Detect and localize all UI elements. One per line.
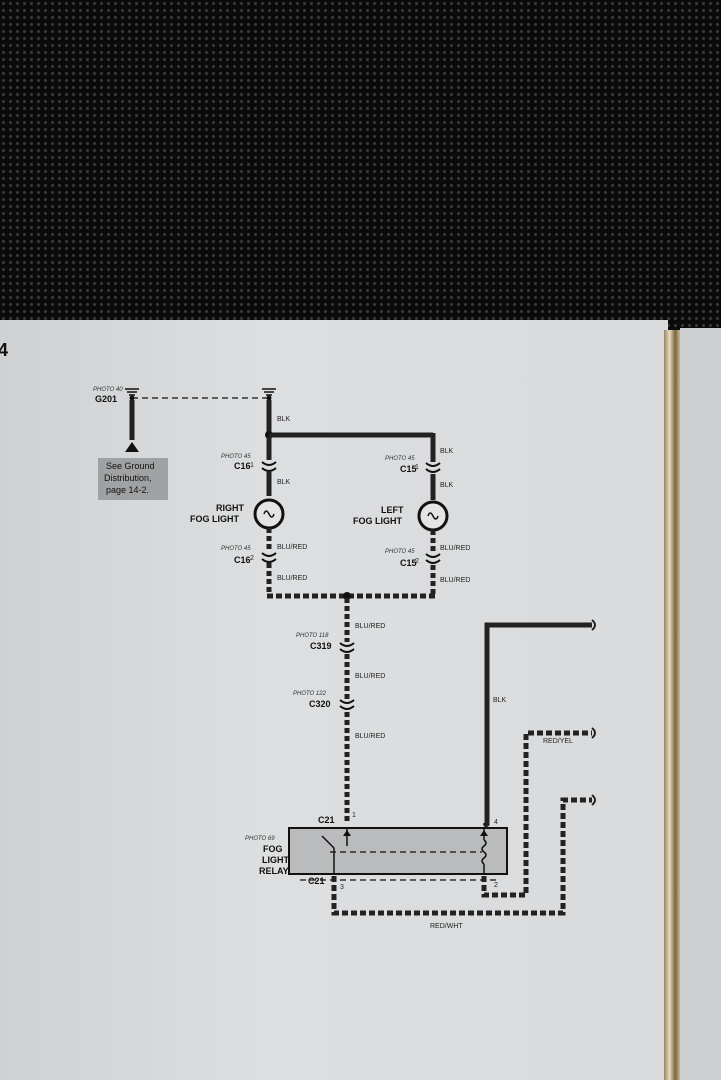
- ground-note-line3: page 14-2.: [106, 485, 149, 495]
- ground-note-line2: Distribution,: [104, 473, 152, 483]
- c15-top-pin: 1: [415, 464, 419, 471]
- relay-line3: RELAY: [259, 866, 289, 876]
- relay-pin-1: 1: [352, 812, 356, 819]
- wire-label-blured-left-top: BLU/RED: [440, 545, 470, 552]
- wire-break-2: [591, 727, 596, 739]
- connector-c320: [339, 699, 355, 710]
- c16-bot-photo: PHOTO 45: [221, 546, 251, 552]
- wire-label-blk-right-bot: BLK: [277, 479, 291, 486]
- wire-label-trunk-3: BLU/RED: [355, 733, 385, 740]
- c16-top-name: C16: [234, 461, 251, 471]
- left-fog-light-line2: FOG LIGHT: [353, 516, 402, 526]
- wire-label-blured-left-bot: BLU/RED: [440, 577, 470, 584]
- c16-bot-name: C16: [234, 555, 251, 565]
- c15-bot-photo: PHOTO 45: [385, 549, 415, 555]
- c319-photo: PHOTO 118: [296, 633, 329, 639]
- wire-label-blk-left-bot: BLK: [440, 482, 454, 489]
- wire-label-redwht: RED/WHT: [430, 923, 463, 930]
- relay-pin-4: 4: [494, 819, 498, 826]
- ground-note-line1: See Ground: [106, 461, 155, 471]
- fabric-background: [0, 0, 721, 330]
- connector-c319: [339, 642, 355, 653]
- wire-label-trunk-1: BLU/RED: [355, 623, 385, 630]
- relay-line2: LIGHT: [262, 855, 289, 865]
- relay-line1: FOG: [263, 844, 283, 854]
- next-page: [680, 328, 721, 1080]
- wire-label-blk-feed: BLK: [493, 697, 507, 704]
- wire-label-redyel: RED/YEL: [543, 738, 573, 745]
- c16-top-photo: PHOTO 45: [221, 454, 251, 460]
- ground-symbol-g201: [125, 388, 139, 452]
- ground-note-box: [98, 458, 168, 500]
- c15-top-name: C15: [400, 464, 417, 474]
- connector-c16-top: [261, 461, 277, 472]
- g201-label: G201: [95, 394, 117, 404]
- wire-blk-feed: [482, 622, 592, 829]
- fog-light-relay: [288, 827, 508, 881]
- c21-left-name: C21: [318, 815, 335, 825]
- c16-top-pin: 1: [250, 462, 254, 469]
- wire-label-blured-right-bot: BLU/RED: [277, 575, 307, 582]
- page-number-fragment: 4: [0, 340, 8, 360]
- book-spine: [664, 330, 680, 1080]
- wire-label-blk-left-top: BLK: [440, 448, 454, 455]
- manual-page: [0, 320, 668, 1080]
- wire-break-1: [591, 619, 596, 631]
- c15-top-photo: PHOTO 45: [385, 456, 415, 462]
- right-fog-light-line2: FOG LIGHT: [190, 514, 239, 524]
- relay-pin-2: 2: [494, 882, 498, 889]
- wire-label-trunk-2: BLU/RED: [355, 673, 385, 680]
- ground-symbol-right: [262, 388, 276, 401]
- c319-name: C319: [310, 641, 332, 651]
- c15-bot-pin: 2: [415, 558, 419, 565]
- right-fog-light-line1: RIGHT: [216, 503, 245, 513]
- lamp-left-fog-icon: [417, 500, 449, 532]
- c320-name: C320: [309, 699, 331, 709]
- lamp-right-fog-icon: [253, 498, 285, 530]
- connector-c16-bot: [261, 552, 277, 563]
- left-fog-light-line1: LEFT: [381, 505, 404, 515]
- wire-break-3: [591, 794, 596, 806]
- wire-label-blk-right-top: BLK: [277, 416, 291, 423]
- wire-redwht-feed: [331, 797, 592, 916]
- c15-bot-name: C15: [400, 558, 417, 568]
- g201-photo: PHOTO 40: [93, 387, 123, 393]
- c320-photo: PHOTO 122: [293, 691, 327, 697]
- wire-redyel-feed: [481, 730, 592, 898]
- c21-right-name: C21: [308, 876, 325, 886]
- relay-pin-3: 3: [340, 884, 344, 891]
- connector-c15-bot: [425, 553, 441, 564]
- c16-bot-pin: 2: [250, 555, 254, 562]
- connector-c15-top: [425, 462, 441, 473]
- relay-photo: PHOTO 69: [245, 836, 275, 842]
- wire-label-blured-right-top: BLU/RED: [277, 544, 307, 551]
